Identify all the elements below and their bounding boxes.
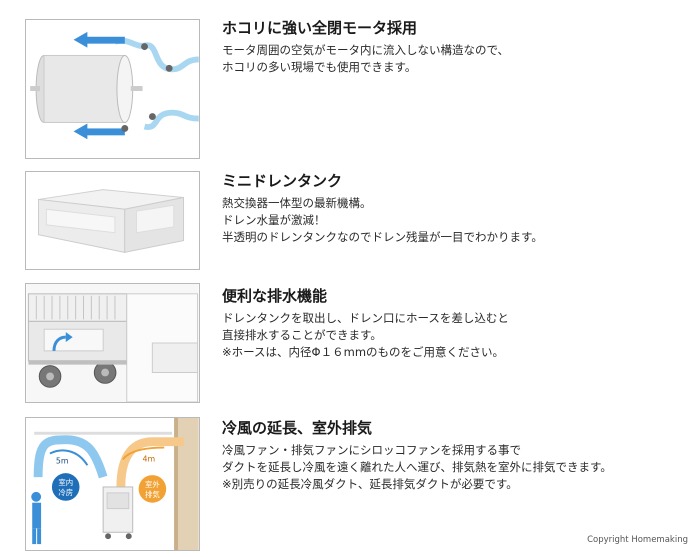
drain-tank-illustration: [38, 189, 185, 253]
feature-description-line: 半透明のドレンタンクなのでドレン残量が一目でわかります。: [222, 230, 543, 244]
duct-illustration: 5m 4m 室内 冷房 室外 排気: [26, 418, 199, 550]
feature-description-line: 熱交換器一体型の最新機構。: [222, 196, 372, 210]
feature-title: ホコリに強い全閉モータ採用: [222, 19, 418, 37]
feature-motor: ホコリに強い全閉モータ採用 モータ周囲の空気がモータ内に流入しない構造なので、 …: [222, 18, 692, 76]
feature-description-line: ホコリの多い現場でも使用できます。: [222, 60, 417, 74]
feature-description-line: ※別売りの延長冷風ダクト、延長排気ダクトが必要です。: [222, 477, 518, 491]
drainage-image: [25, 283, 200, 403]
right-badge-line1: 室外: [145, 480, 160, 489]
feature-description-line: ダクトを延長し冷風を遠く離れた人へ運び、排気熱を室外に排気できます。: [222, 460, 612, 474]
drainage-illustration: [26, 284, 199, 402]
drain-tank-image: [25, 171, 200, 270]
motor-illustration: [30, 31, 199, 140]
duct-diagram: 5m 4m 室内 冷房 室外 排気: [25, 417, 200, 551]
feature-duct: 冷風の延長、室外排気 冷風ファン・排気ファンにシロッコファンを採用する事で ダク…: [222, 418, 692, 493]
feature-title: ミニドレンタンク: [222, 172, 343, 190]
left-badge-line1: 室内: [58, 478, 73, 487]
motor-image: [25, 19, 200, 159]
feature-description-line: 冷風ファン・排気ファンにシロッコファンを採用する事で: [222, 443, 521, 457]
feature-description-line: 直接排水することができます。: [222, 328, 382, 342]
right-distance-label: 4m: [143, 454, 156, 463]
feature-title: 便利な排水機能: [222, 287, 328, 305]
right-badge-line2: 排気: [145, 490, 160, 499]
feature-title: 冷風の延長、室外排気: [222, 419, 373, 437]
feature-drainage: 便利な排水機能 ドレンタンクを取出し、ドレン口にホースを差し込むと 直接排水する…: [222, 286, 692, 361]
left-distance-label: 5m: [56, 456, 69, 465]
copyright-text: Copyright Homemaking: [587, 535, 688, 545]
feature-description-line: ドレン水量が激減！: [222, 213, 326, 227]
left-badge-line2: 冷房: [58, 488, 73, 497]
feature-drain-tank: ミニドレンタンク 熱交換器一体型の最新機構。 ドレン水量が激減！ 半透明のドレン…: [222, 171, 692, 246]
feature-description-line: モータ周囲の空気がモータ内に流入しない構造なので、: [222, 43, 510, 57]
feature-description-line: ※ホースは、内径Φ１６mmのものをご用意ください。: [222, 345, 505, 359]
feature-description-line: ドレンタンクを取出し、ドレン口にホースを差し込むと: [222, 311, 509, 325]
